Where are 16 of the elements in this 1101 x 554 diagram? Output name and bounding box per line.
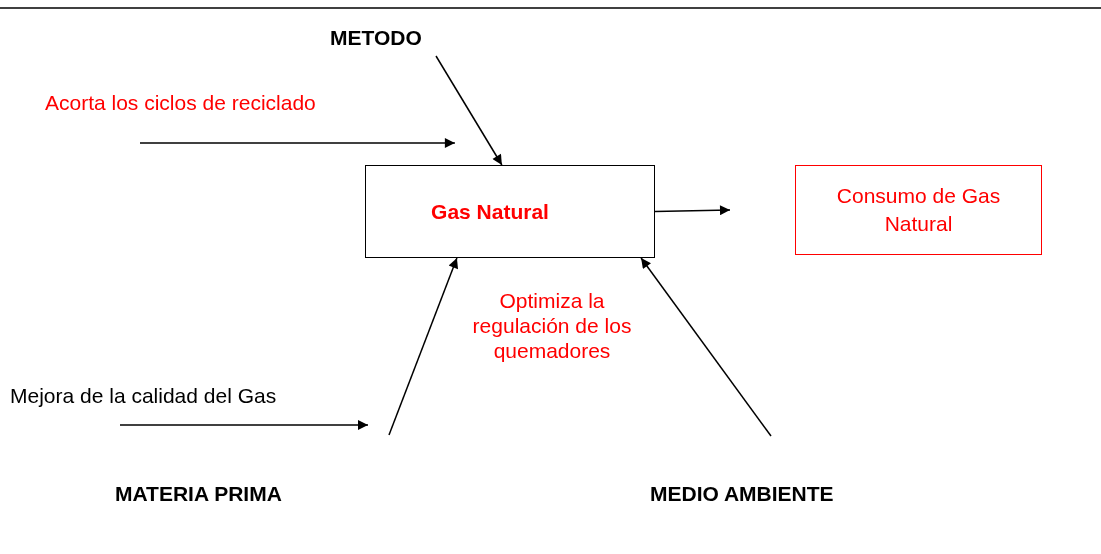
category-label: MATERIA PRIMA bbox=[115, 481, 282, 506]
process-box bbox=[365, 165, 655, 258]
result-box bbox=[795, 165, 1042, 255]
arrow bbox=[388, 257, 458, 436]
arrow bbox=[640, 257, 772, 437]
note-text: Optimiza la regulación de los quemadores bbox=[471, 288, 633, 363]
box-text: Consumo de Gas Natural bbox=[835, 183, 1002, 237]
cause-text: Mejora de la calidad del Gas bbox=[10, 383, 277, 408]
edge-label: Acorta los ciclos de reciclado bbox=[45, 90, 316, 115]
category-label: MEDIO AMBIENTE bbox=[650, 481, 834, 506]
box-text: Gas Natural bbox=[430, 198, 550, 225]
arrow bbox=[435, 55, 503, 166]
arrow bbox=[119, 420, 369, 430]
category-label: METODO bbox=[330, 25, 422, 50]
arrow bbox=[139, 138, 456, 148]
arrow bbox=[654, 205, 731, 216]
